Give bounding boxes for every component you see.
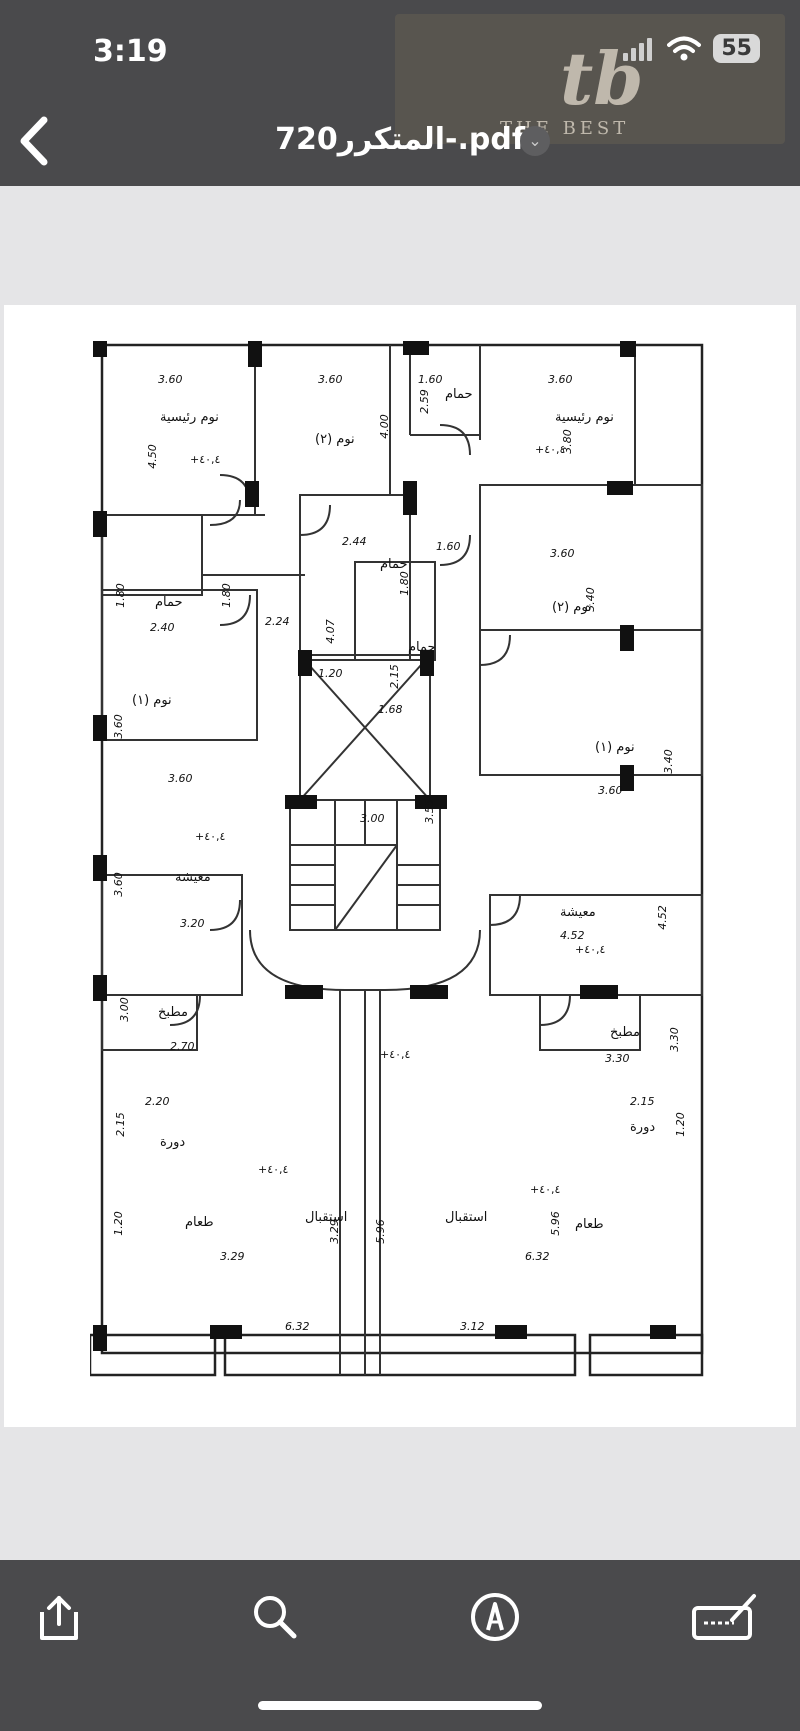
level-marker: +٤٠,٤ bbox=[190, 453, 221, 466]
room-label: مطبخ bbox=[158, 1005, 188, 1020]
dimension-label: 3.00 bbox=[117, 997, 131, 1022]
dimension-label: 2.20 bbox=[145, 1095, 170, 1108]
room-label: نوم (٢) bbox=[552, 600, 592, 615]
dimension-label: 2.44 bbox=[342, 535, 367, 548]
room-label: طعام bbox=[575, 1217, 604, 1232]
signal-icon bbox=[623, 37, 653, 61]
room-label: نوم رئيسية bbox=[160, 410, 219, 425]
level-marker: +٤٠,٤ bbox=[575, 943, 606, 956]
document-title[interactable]: 720المتكرر-.pdf bbox=[275, 122, 525, 157]
room-label: نوم (١) bbox=[132, 693, 172, 708]
dimension-label: 3.60 bbox=[598, 784, 623, 797]
dimension-label: 2.40 bbox=[150, 621, 175, 634]
dimension-label: 3.55 bbox=[422, 799, 436, 824]
room-label: دورة bbox=[160, 1135, 186, 1150]
dimension-label: 3.60 bbox=[111, 714, 125, 739]
watermark-logo: tb bbox=[560, 36, 644, 121]
battery-indicator: 55 bbox=[713, 34, 760, 63]
room-label: حمام bbox=[155, 595, 183, 610]
dimension-label: 3.29 bbox=[220, 1250, 245, 1263]
dimension-label: 3.60 bbox=[550, 547, 575, 560]
dimension-label: 5.96 bbox=[373, 1219, 387, 1244]
room-label: حمام bbox=[380, 557, 408, 572]
dimension-label: 3.30 bbox=[605, 1052, 630, 1065]
back-chevron-icon[interactable] bbox=[14, 114, 58, 168]
dimension-label: 1.60 bbox=[418, 373, 443, 386]
dimension-label: 3.29 bbox=[327, 1219, 341, 1244]
level-marker: +٤٠,٤ bbox=[380, 1048, 411, 1061]
dimension-label: 6.32 bbox=[525, 1250, 550, 1263]
dimension-label: 4.50 bbox=[145, 444, 159, 469]
level-marker: +٤٠,٤ bbox=[535, 443, 566, 456]
room-label: حمام bbox=[408, 640, 436, 655]
plan-labels: نوم رئيسية نوم (٢) حمام نوم رئيسية حمام … bbox=[90, 325, 710, 1385]
share-icon[interactable] bbox=[32, 1590, 86, 1644]
dimension-label: 4.00 bbox=[377, 414, 391, 439]
dimension-label: 3.60 bbox=[111, 872, 125, 897]
room-label: استقبال bbox=[445, 1210, 488, 1225]
markup-icon[interactable] bbox=[468, 1590, 522, 1644]
sign-icon[interactable] bbox=[690, 1590, 760, 1644]
dimension-label: 3.60 bbox=[168, 772, 193, 785]
dimension-label: 4.52 bbox=[655, 905, 669, 930]
dimension-label: 3.60 bbox=[158, 373, 183, 386]
dimension-label: 4.07 bbox=[323, 619, 337, 644]
room-label: استقبال bbox=[305, 1210, 348, 1225]
floor-plan bbox=[90, 341, 704, 1377]
dimension-label: 2.24 bbox=[265, 615, 290, 628]
dimension-label: 3.20 bbox=[180, 917, 205, 930]
dimension-label: 3.00 bbox=[360, 812, 385, 825]
dimension-label: 2.15 bbox=[630, 1095, 655, 1108]
dimension-label: 1.68 bbox=[378, 703, 403, 716]
dimension-label: 3.60 bbox=[318, 373, 343, 386]
dimension-label: 1.20 bbox=[318, 667, 343, 680]
home-indicator[interactable] bbox=[258, 1701, 542, 1710]
dimension-label: 1.80 bbox=[219, 583, 233, 608]
level-marker: +٤٠,٤ bbox=[195, 830, 226, 843]
dimension-label: 1.80 bbox=[113, 583, 127, 608]
room-label: معيشة bbox=[560, 905, 596, 920]
status-time: 3:19 bbox=[93, 34, 168, 69]
dimension-label: 3.12 bbox=[460, 1320, 485, 1333]
room-label: حمام bbox=[445, 387, 473, 402]
dimension-label: 4.52 bbox=[560, 929, 585, 942]
dimension-label: 1.20 bbox=[673, 1112, 687, 1137]
status-indicators: 55 bbox=[621, 34, 760, 63]
dimension-label: 1.20 bbox=[111, 1211, 125, 1236]
dimension-label: 1.80 bbox=[397, 571, 411, 596]
dimension-label: 2.15 bbox=[387, 664, 401, 689]
dimension-label: 2.59 bbox=[417, 389, 431, 414]
search-icon[interactable] bbox=[248, 1590, 302, 1644]
level-marker: +٤٠,٤ bbox=[530, 1183, 561, 1196]
dimension-label: 2.70 bbox=[170, 1040, 195, 1053]
room-label: نوم رئيسية bbox=[555, 410, 614, 425]
room-label: نوم (١) bbox=[595, 740, 635, 755]
room-label: دورة bbox=[630, 1120, 656, 1135]
dimension-label: 2.15 bbox=[113, 1112, 127, 1137]
level-marker: +٤٠,٤ bbox=[258, 1163, 289, 1176]
dimension-label: 5.96 bbox=[548, 1211, 562, 1236]
dimension-label: 3.30 bbox=[667, 1027, 681, 1052]
dimension-label: 3.60 bbox=[548, 373, 573, 386]
chevron-down-icon[interactable]: ⌄ bbox=[520, 126, 550, 156]
room-label: معيشة bbox=[175, 870, 211, 885]
dimension-label: 1.60 bbox=[436, 540, 461, 553]
dimension-label: 3.40 bbox=[583, 587, 597, 612]
room-label: نوم (٢) bbox=[315, 432, 355, 447]
dimension-label: 6.32 bbox=[285, 1320, 310, 1333]
wifi-icon bbox=[667, 36, 702, 60]
room-label: مطبخ bbox=[610, 1025, 640, 1040]
room-label: طعام bbox=[185, 1215, 214, 1230]
dimension-label: 3.40 bbox=[661, 749, 675, 774]
